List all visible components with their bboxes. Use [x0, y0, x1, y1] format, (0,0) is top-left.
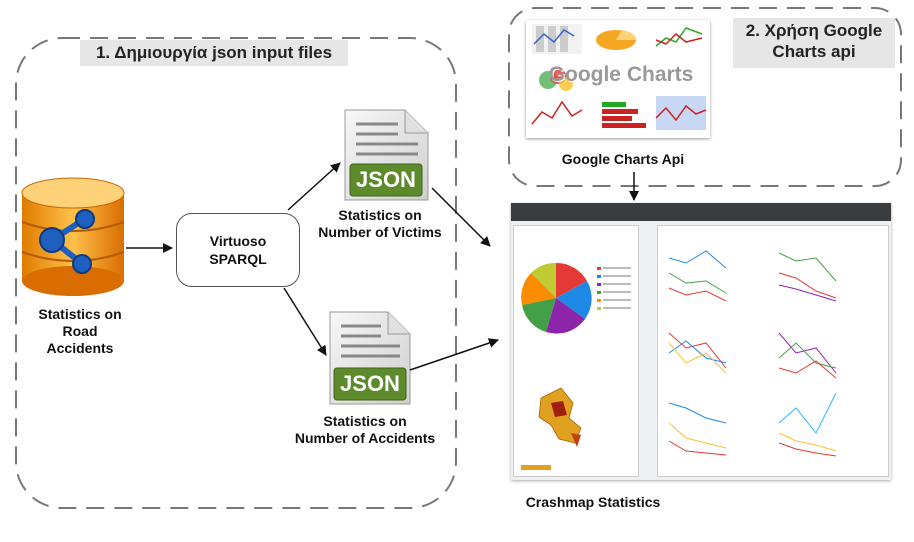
pie-legend-thumbnail	[597, 267, 631, 310]
sparql-line1: Virtuoso	[209, 233, 267, 249]
screenshot-right-pane	[657, 225, 889, 477]
database-label-line1: Statistics on	[38, 306, 122, 322]
json-badge-accidents: JSON	[340, 371, 400, 396]
google-charts-thumbnails	[531, 24, 707, 130]
panel2-title-line2: Charts api	[772, 42, 856, 61]
json-victims-label-line1: Statistics on	[338, 207, 422, 223]
json-accidents-label: Statistics on Number of Accidents	[280, 413, 450, 447]
json-victims-label: Statistics on Number of Victims	[300, 207, 460, 241]
screenshot-graphics	[521, 250, 837, 470]
json-victims-label-line2: Number of Victims	[318, 224, 442, 240]
sparql-line2: SPARQL	[209, 251, 267, 267]
panel1-title: 1. Δημιουργία json input files	[80, 40, 348, 66]
json-badge-victims: JSON	[356, 167, 416, 192]
sparql-node: Virtuoso SPARQL	[176, 213, 300, 287]
crashmap-caption: Crashmap Statistics	[525, 494, 661, 510]
database-icon	[21, 177, 125, 296]
panel2-border	[508, 7, 902, 187]
google-charts-logo: Google Charts	[548, 63, 694, 86]
screenshot-toolbar	[511, 203, 891, 221]
json-document-icon	[329, 311, 411, 405]
panel2-title: 2. Χρήση Google Charts api	[733, 18, 895, 68]
google-charts-collage: Google Charts	[526, 20, 710, 138]
database-label-line2: Road	[62, 323, 98, 339]
database-label-line3: Accidents	[46, 340, 114, 356]
database-label: Statistics on Road Accidents	[14, 306, 146, 357]
google-charts-caption: Google Charts Api	[561, 151, 685, 167]
pie-thumbnail	[521, 262, 592, 334]
json-accidents-label-line2: Number of Accidents	[294, 430, 436, 446]
json-accidents-label-line1: Statistics on	[323, 413, 407, 429]
json-document-icon	[344, 109, 429, 201]
map-thumbnail	[521, 387, 582, 470]
flow-arrows	[126, 162, 639, 371]
panel1-border	[15, 37, 457, 509]
panel2-title-line1: 2. Χρήση Google	[745, 21, 883, 40]
crashmap-screenshot	[511, 203, 891, 480]
line-chart-thumbnails	[668, 250, 837, 457]
